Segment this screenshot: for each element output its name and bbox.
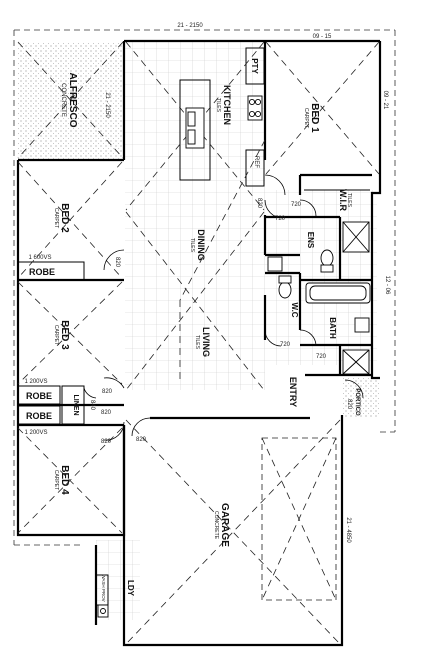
- garage-label: GARAGE: [219, 503, 230, 547]
- ref-label: REF: [253, 156, 259, 168]
- ldy-label: LDY: [126, 580, 135, 597]
- door-wir-size: 820: [256, 198, 262, 209]
- door-bed2-size: 820: [114, 257, 120, 268]
- room-labels: ALFRESCO CONCRETE KITCHEN TILES PTY BED …: [24, 58, 360, 601]
- door-bath-size: 720: [316, 354, 327, 360]
- door-entry-size: 820: [346, 399, 352, 410]
- kitchen-label: KITCHEN: [222, 85, 232, 125]
- wash-prov-label: WASH PROV: [101, 574, 106, 601]
- entry-label: ENTRY: [288, 377, 298, 407]
- bed1-label: BED 1: [309, 103, 320, 133]
- door-dimensions: 820 820 820 840 820 820 820 720 720 720 …: [89, 198, 352, 445]
- garage-door-outline: [261, 437, 337, 601]
- dim-right-garage: 21 - 4850: [345, 517, 351, 543]
- door-hall-size: 820: [101, 439, 112, 445]
- dim-right-top: 09 - 21: [382, 91, 388, 110]
- door-bed3-size: 820: [102, 389, 113, 395]
- bed2-finish: CARPET: [53, 208, 59, 228]
- bed3-label: BED 3: [59, 320, 70, 350]
- pty-label: PTY: [250, 58, 259, 74]
- door-bed4-size: 820: [101, 410, 112, 416]
- wir-finish: TILES: [346, 193, 352, 208]
- bed2-label: BED 2: [59, 203, 70, 233]
- robe-bed4-size: 1 200VS: [24, 430, 47, 436]
- boundary-lines: [13, 29, 396, 546]
- wir-label: W.I.R: [338, 189, 348, 211]
- dim-top-overall: 21 - 2150: [177, 23, 203, 29]
- door-swings: [83, 174, 364, 441]
- linen-label: LINEN: [72, 395, 79, 416]
- internal-walls: [17, 47, 265, 606]
- dim-top-right: 09 - 15: [313, 34, 332, 40]
- living-finish: TILES: [194, 335, 200, 350]
- door-wir2-size: 720: [291, 202, 302, 208]
- garage-finish: CONCRETE: [213, 511, 219, 540]
- bed3-finish: CARPET: [53, 325, 59, 345]
- dim-alfresco-width: 21 - 2150: [104, 92, 110, 118]
- wc-label: W.C: [290, 302, 299, 317]
- overall-dimensions: 21 - 2150 09 - 15 09 - 21 12 - 06 21 - 4…: [104, 23, 390, 543]
- door-garage-size: 820: [136, 437, 147, 443]
- door-linen-size: 840: [89, 400, 95, 411]
- bed1-finish: CARPET: [303, 108, 309, 128]
- fixtures: [97, 95, 371, 618]
- kitchen-finish: TILES: [215, 98, 221, 113]
- bed4-label: BED 4: [59, 465, 70, 495]
- floor-tiles: [125, 40, 377, 390]
- robe-bed3-label: ROBE: [26, 391, 52, 401]
- portico-concrete: [342, 378, 380, 418]
- bed4-finish: CARPET: [53, 470, 59, 490]
- alfresco-label: ALFRESCO: [67, 73, 78, 128]
- dining-finish: TILES: [189, 238, 195, 253]
- robe-bed2-size: 1 600VS: [28, 255, 51, 261]
- door-ens-size: 720: [275, 216, 286, 222]
- portico-label: PORTICO: [354, 388, 360, 416]
- bath-label: BATH: [328, 317, 337, 339]
- door-wc-size: 720: [280, 342, 291, 348]
- living-label: LIVING: [201, 327, 211, 357]
- ens-label: ENS: [306, 232, 315, 249]
- robe-bed2-label: ROBE: [29, 267, 55, 277]
- alfresco-finish: CONCRETE: [60, 83, 66, 117]
- robe-bed3-size: 1 200VS: [24, 379, 47, 385]
- dining-label: DINING: [196, 229, 206, 261]
- robe-bed4-label: ROBE: [26, 411, 52, 421]
- dim-right-mid: 12 - 06: [384, 276, 390, 295]
